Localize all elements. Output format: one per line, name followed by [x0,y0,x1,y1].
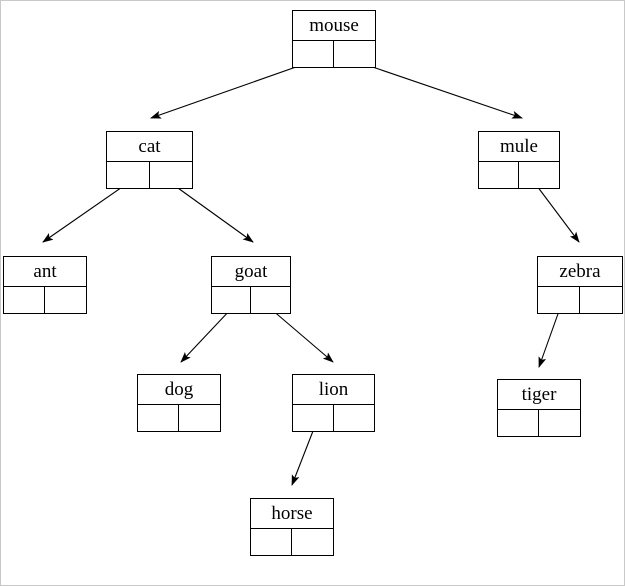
edge-cat-to-ant [42,182,129,243]
right-pointer-cell[interactable] [251,287,290,314]
edge-goat-to-dog [180,308,232,363]
node-pointer-cells [538,287,622,314]
right-pointer-cell[interactable] [45,287,86,314]
left-pointer-cell[interactable] [479,162,519,189]
tree-node-goat[interactable]: goat [211,256,291,314]
node-pointer-cells [251,529,333,556]
right-pointer-cell[interactable] [179,405,220,432]
edge-lion-to-horse [291,430,314,486]
tree-node-mule[interactable]: mule [478,131,560,189]
node-pointer-cells [293,41,375,68]
node-label: mule [479,132,559,162]
left-pointer-cell[interactable] [538,287,580,314]
right-pointer-cell[interactable] [539,410,580,437]
node-label: horse [251,499,333,529]
node-pointer-cells [479,162,559,189]
edge-mouse-to-mule [354,60,523,119]
node-pointer-cells [138,405,220,432]
node-label: lion [293,375,374,405]
node-pointer-cells [498,410,580,437]
node-pointer-cells [212,287,290,314]
edge-mouse-to-cat [150,60,314,119]
tree-node-mouse[interactable]: mouse [292,10,376,68]
left-pointer-cell[interactable] [4,287,45,314]
right-pointer-cell[interactable] [580,287,622,314]
node-label: ant [4,257,86,287]
node-label: cat [107,132,192,162]
tree-node-dog[interactable]: dog [137,374,221,432]
tree-node-tiger[interactable]: tiger [497,379,581,437]
node-label: tiger [498,380,580,410]
right-pointer-cell[interactable] [150,162,193,189]
tree-node-ant[interactable]: ant [3,256,87,314]
edge-goat-to-lion [270,308,334,363]
edge-mule-to-zebra [536,185,580,243]
right-pointer-cell[interactable] [334,41,375,68]
node-label: zebra [538,257,622,287]
edge-zebra-to-tiger [538,310,560,368]
left-pointer-cell[interactable] [138,405,179,432]
node-pointer-cells [4,287,86,314]
right-pointer-cell[interactable] [334,405,375,432]
left-pointer-cell[interactable] [212,287,251,314]
left-pointer-cell[interactable] [293,41,334,68]
tree-node-horse[interactable]: horse [250,498,334,556]
node-pointer-cells [293,405,374,432]
edge-cat-to-goat [170,182,254,243]
tree-node-cat[interactable]: cat [106,131,193,189]
node-label: dog [138,375,220,405]
node-label: mouse [293,11,375,41]
tree-node-zebra[interactable]: zebra [537,256,623,314]
node-pointer-cells [107,162,192,189]
left-pointer-cell[interactable] [293,405,334,432]
node-label: goat [212,257,290,287]
left-pointer-cell[interactable] [251,529,292,556]
right-pointer-cell[interactable] [292,529,333,556]
left-pointer-cell[interactable] [498,410,539,437]
right-pointer-cell[interactable] [519,162,559,189]
left-pointer-cell[interactable] [107,162,150,189]
tree-node-lion[interactable]: lion [292,374,375,432]
